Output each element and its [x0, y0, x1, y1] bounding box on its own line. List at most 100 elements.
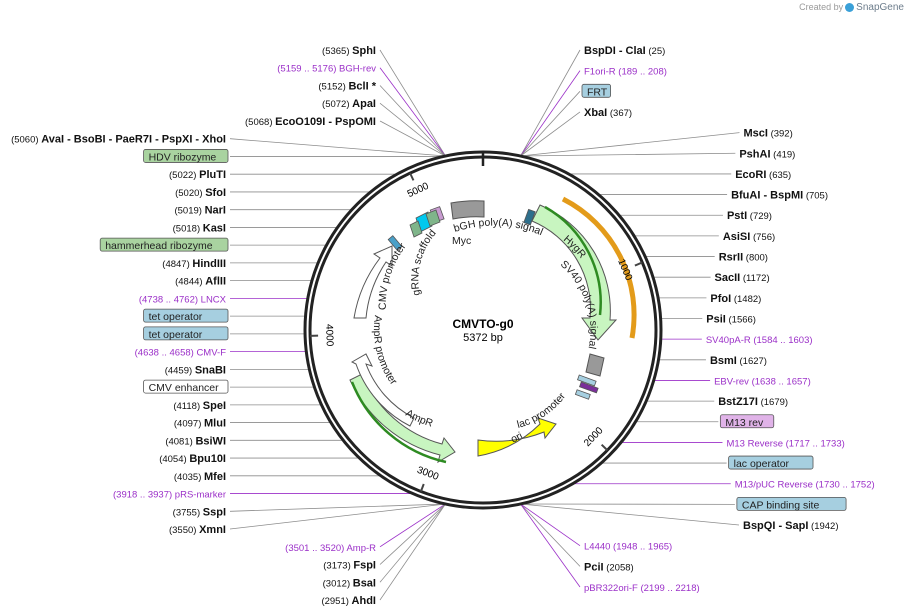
- hdv-ribozyme-box[interactable]: [425, 209, 441, 227]
- site-label-bgh-rev-1[interactable]: (5159 .. 5176) BGH-rev: [277, 64, 376, 75]
- site-label-ahdi-31[interactable]: (2951) AhdI: [321, 595, 376, 607]
- site-label-psii-13[interactable]: PsiI (1566): [706, 314, 756, 326]
- feature-box-m13-rev-18[interactable]: [719, 414, 775, 429]
- cmv-promoter-arrow[interactable]: [353, 245, 393, 319]
- right-line-25: [520, 503, 581, 567]
- feature-box-frt-2[interactable]: [581, 83, 612, 98]
- feature-label-hdv-ribozyme-6[interactable]: HDV ribozyme: [149, 151, 217, 163]
- site-label-ecori-6[interactable]: EcoRI (635): [735, 169, 791, 181]
- site-label-ebv-rev-16[interactable]: EBV-rev (1638 .. 1657): [714, 376, 811, 387]
- site-label-sacii-11[interactable]: SacII (1172): [715, 272, 770, 284]
- site-label-xbai-3[interactable]: XbaI (367): [584, 107, 632, 119]
- m13-rev-box[interactable]: [579, 381, 599, 394]
- site-label-ecoo109i-pspomi-4[interactable]: (5068) EcoO109I - PspOMI: [245, 116, 376, 128]
- feature-box-hdv-ribozyme-6[interactable]: [143, 149, 229, 163]
- feature-label-lac-operator-20[interactable]: lac operator: [734, 458, 790, 470]
- plasmid-name: CMVTO-g0: [452, 317, 513, 331]
- lac-operator-box[interactable]: [577, 374, 597, 387]
- site-label-amp-r-28[interactable]: (3501 .. 3520) Amp-R: [285, 543, 376, 554]
- site-label-pfoi-12[interactable]: PfoI (1482): [710, 293, 761, 305]
- site-label-bsai-30[interactable]: (3012) BsaI: [323, 577, 376, 589]
- feature-label-m13-rev-18[interactable]: M13 rev: [725, 417, 764, 429]
- site-label-kasi-10[interactable]: (5018) KasI: [173, 222, 226, 234]
- left-line-5: [229, 138, 446, 157]
- ampr-promoter-arrow[interactable]: [350, 353, 415, 427]
- feature-box-lac-operator-20[interactable]: [728, 455, 814, 470]
- hygr-highlight-orange[interactable]: [561, 196, 637, 339]
- site-label-bsiwi-22[interactable]: (4081) BsiWI: [165, 435, 226, 447]
- site-label-f1ori-r-1[interactable]: F1ori-R (189 .. 208): [584, 67, 667, 78]
- site-label-hindiii-12[interactable]: (4847) HindIII: [162, 258, 226, 270]
- right-line-0: [520, 49, 581, 157]
- site-label-prs-marker-25[interactable]: (3918 .. 3937) pRS-marker: [113, 490, 226, 501]
- site-label-pshai-5[interactable]: PshAI (419): [739, 148, 795, 160]
- plasmid-length: 5372 bp: [463, 332, 503, 344]
- site-label-avai-bsobi-paer7i-pspxi-xhoi-5[interactable]: (5060) AvaI - BsoBI - PaeR7I - PspXI - X…: [11, 134, 226, 146]
- site-label-bcli-2[interactable]: (5152) BclI *: [318, 80, 376, 92]
- feature-label-tet-operator-16[interactable]: tet operator: [149, 329, 203, 341]
- right-line-1: [520, 70, 581, 157]
- site-label-nari-9[interactable]: (5019) NarI: [174, 205, 226, 217]
- left-line-30: [379, 503, 446, 583]
- cap-binding-box[interactable]: [574, 389, 591, 400]
- site-label-bsmi-15[interactable]: BsmI (1627): [710, 355, 767, 367]
- site-label-snabi-18[interactable]: (4459) SnaBI: [165, 364, 226, 376]
- site-label-sspi-26[interactable]: (3755) SspI: [173, 506, 226, 518]
- ori-arrow[interactable]: [477, 417, 557, 457]
- site-label-bspqi-sapi-23[interactable]: BspQI - SapI (1942): [743, 520, 839, 532]
- feature-label-frt-2[interactable]: FRT: [587, 86, 608, 98]
- site-label-bstz17i-17[interactable]: BstZ17I (1679): [718, 396, 788, 408]
- map-center-title: CMVTO-g0 5372 bp: [452, 317, 513, 344]
- label-grna: gRNA scaffold: [409, 227, 438, 296]
- feature-arrows: [349, 196, 637, 464]
- site-label-apai-3[interactable]: (5072) ApaI: [322, 98, 376, 110]
- feature-label-hammerhead-ribozyme-11[interactable]: hammerhead ribozyme: [105, 240, 213, 252]
- site-label-aflii-13[interactable]: (4844) AflII: [175, 276, 226, 288]
- site-label-asisi-9[interactable]: AsiSI (756): [723, 231, 775, 243]
- feature-box-tet-operator-16[interactable]: [143, 326, 229, 341]
- feature-label-cmv-enhancer-19[interactable]: CMV enhancer: [149, 382, 220, 394]
- site-label-lncx-14[interactable]: (4738 .. 4762) LNCX: [139, 294, 227, 305]
- right-site-labels: BspDI - ClaI (25) F1ori-R (189 .. 208) FRT…: [581, 45, 875, 594]
- hygr-start-box[interactable]: [523, 208, 536, 226]
- feature-label-cap-binding-site-22[interactable]: CAP binding site: [742, 499, 820, 511]
- site-label-m13-puc-reverse-21[interactable]: M13/pUC Reverse (1730 .. 1752): [735, 480, 875, 491]
- hygr-arrow[interactable]: [531, 204, 618, 341]
- site-label-pcii-25[interactable]: PciI (2058): [584, 561, 634, 573]
- site-label-rsrii-10[interactable]: RsrII (800): [719, 252, 768, 264]
- site-label-msci-4[interactable]: MscI (392): [743, 128, 792, 140]
- bgh-polya-box[interactable]: [450, 200, 485, 220]
- site-label-spei-20[interactable]: (4118) SpeI: [173, 400, 226, 412]
- site-label-pluti-7[interactable]: (5022) PluTI: [169, 169, 226, 181]
- site-label-cmv-f-17[interactable]: (4638 .. 4658) CMV-F: [135, 348, 227, 359]
- feature-label-tet-operator-15[interactable]: tet operator: [149, 311, 203, 323]
- right-line-2: [520, 91, 581, 157]
- site-label-pbr322ori-f-26[interactable]: pBR322ori-F (2199 .. 2218): [584, 583, 700, 594]
- site-label-mfei-24[interactable]: (4035) MfeI: [174, 471, 226, 483]
- hammerhead-box[interactable]: [409, 220, 423, 238]
- site-label-xmni-27[interactable]: (3550) XmnI: [169, 524, 226, 536]
- site-label-bpu10i-23[interactable]: (4054) Bpu10I: [159, 453, 226, 465]
- credit-prefix: Created by: [799, 2, 844, 12]
- site-label-sfoi-8[interactable]: (5020) SfoI: [175, 187, 226, 199]
- site-label-mlui-21[interactable]: (4097) MluI: [174, 418, 226, 430]
- site-label-l4440-24[interactable]: L4440 (1948 .. 1965): [584, 542, 672, 553]
- site-label-sv40pa-r-14[interactable]: SV40pA-R (1584 .. 1603): [706, 335, 813, 346]
- left-line-26: [229, 503, 446, 512]
- site-label-sphi-0[interactable]: (5365) SphI: [322, 45, 376, 57]
- site-label-bspdi-clai-0[interactable]: BspDI - ClaI (25): [584, 45, 665, 57]
- tet-operator-box[interactable]: [387, 235, 403, 251]
- feature-box-tet-operator-15[interactable]: [143, 308, 229, 323]
- left-line-31: [379, 503, 446, 601]
- feature-box-cap-binding-site-22[interactable]: [736, 496, 847, 511]
- site-label-psti-8[interactable]: PstI (729): [727, 210, 772, 222]
- right-line-26: [520, 503, 581, 588]
- feature-box-cmv-enhancer-19[interactable]: [143, 379, 229, 394]
- site-lines: [229, 49, 740, 601]
- site-label-bfuai-bspmi-7[interactable]: BfuAI - BspMI (705): [731, 190, 828, 202]
- site-label-fspi-29[interactable]: (3173) FspI: [323, 560, 376, 572]
- site-label-m13-reverse-19[interactable]: M13 Reverse (1717 .. 1733): [726, 438, 844, 449]
- sv40-polya-box[interactable]: [585, 353, 605, 377]
- feature-box-hammerhead-ribozyme-11[interactable]: [99, 237, 229, 252]
